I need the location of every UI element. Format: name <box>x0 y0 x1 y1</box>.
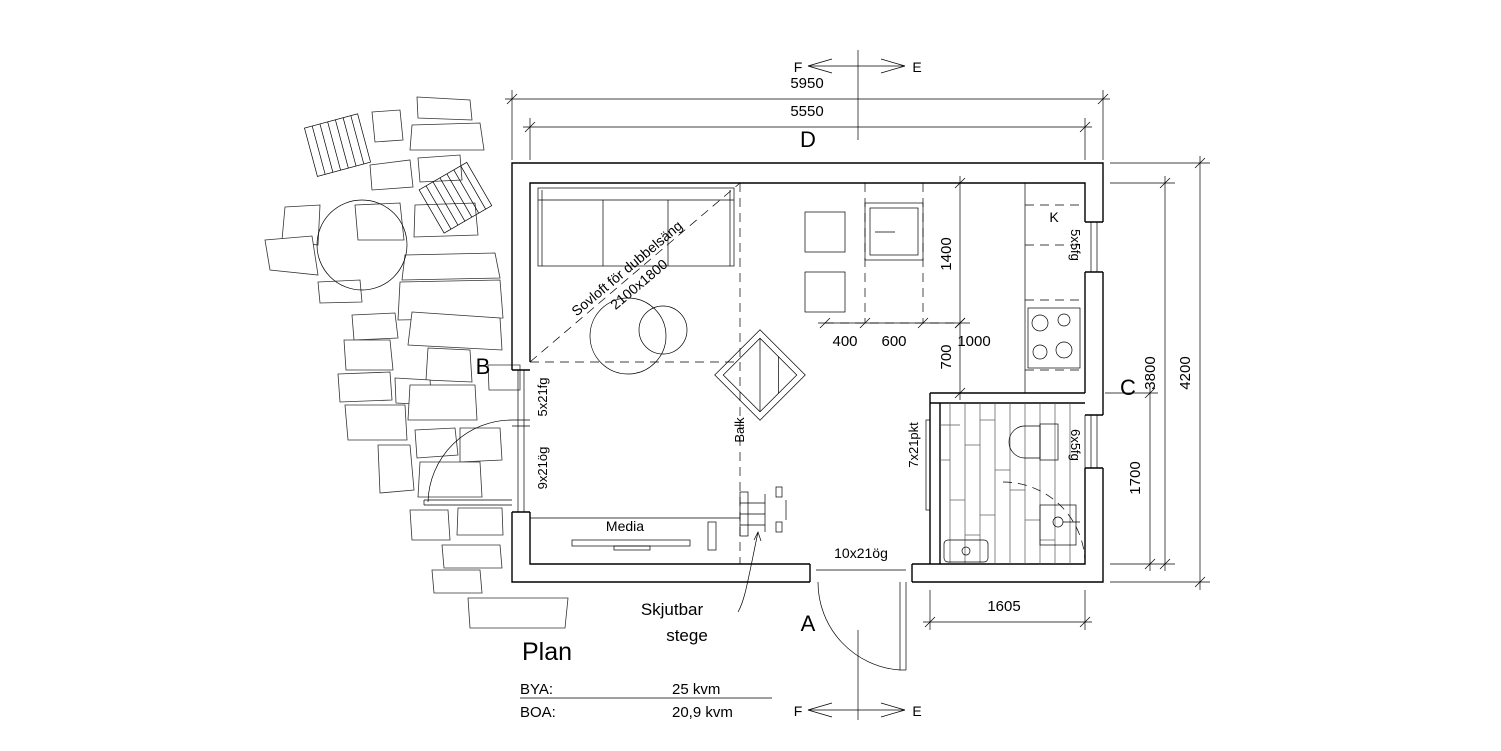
media-label: Media <box>606 518 644 534</box>
dim-inner-depth: 3800 <box>1142 356 1159 389</box>
elevation-label-c: C <box>1120 375 1136 400</box>
sofa-icon <box>537 187 735 267</box>
dim-kitchen-depth: 1400 <box>938 237 955 270</box>
bathroom-fixtures <box>943 423 1086 565</box>
window-frames <box>512 222 1098 571</box>
page-title: Plan <box>522 638 572 666</box>
dim-overall-width: 5950 <box>790 75 823 92</box>
round-table-icon <box>589 297 667 375</box>
dim-overall-depth: 4200 <box>1177 356 1194 389</box>
round-table-icon <box>638 305 688 355</box>
section-label-e-bottom: E <box>912 703 921 719</box>
area-bya-label: BYA: <box>520 681 553 698</box>
area-bya-value: 25 kvm <box>672 681 720 698</box>
dim-bath-width: 1605 <box>987 598 1020 615</box>
speaker-icon <box>707 521 717 551</box>
area-boa-label: BOA: <box>520 704 556 721</box>
entrance-door <box>817 581 907 671</box>
kitchen <box>1024 183 1085 393</box>
door-label-a: 10x21ög <box>834 545 888 561</box>
window-label-b-upper: 5x21fg <box>535 377 550 416</box>
fireplace-icon <box>714 329 806 421</box>
bath-door <box>925 419 931 511</box>
outdoor-furniture <box>304 113 493 291</box>
table-icon <box>316 199 408 291</box>
door-label-b: 9x21ög <box>535 447 550 490</box>
dim-1000: 1000 <box>957 333 990 350</box>
dining-area <box>804 183 960 324</box>
dim-700: 700 <box>938 344 955 369</box>
elevation-label-a: A <box>801 611 816 636</box>
bath-door-label: 7x21pkt <box>906 422 921 468</box>
toilet-icon <box>1008 425 1041 459</box>
dim-600: 600 <box>881 333 906 350</box>
window-label-k: 5x5fg <box>1068 229 1083 261</box>
dimension-lines <box>505 90 1210 699</box>
dim-inner-width: 5550 <box>790 103 823 120</box>
kitchen-k-label: K <box>1049 209 1059 225</box>
fridge-icon <box>864 202 924 261</box>
area-boa-value: 20,9 kvm <box>672 704 733 721</box>
stool-icon <box>804 271 846 313</box>
elevation-label-d: D <box>800 127 816 152</box>
sink-icon <box>943 539 989 563</box>
chair-icon <box>418 161 493 234</box>
section-line-fe <box>807 50 906 720</box>
stove-icon <box>1027 307 1081 369</box>
dim-400: 400 <box>832 333 857 350</box>
walls <box>511 162 1104 583</box>
wash-basin-icon <box>1039 504 1077 546</box>
section-label-e-top: E <box>912 59 921 75</box>
media-console <box>530 517 740 551</box>
ladder-label-line2: stege <box>666 626 708 645</box>
dim-bath-depth: 1700 <box>1127 461 1144 494</box>
ladder-label-line1: Skjutbar <box>641 600 704 619</box>
stool-icon <box>804 211 846 253</box>
sofa <box>537 187 735 267</box>
elevation-label-b: B <box>476 354 491 379</box>
tv-icon <box>571 539 691 547</box>
window-label-bath: 6x5fg <box>1068 429 1083 461</box>
beam-label: Balk <box>732 417 747 443</box>
section-label-f-top: F <box>794 59 803 75</box>
ladder-icon <box>737 486 787 613</box>
side-door <box>423 419 513 506</box>
patio-stones <box>264 96 569 629</box>
chair-icon <box>304 113 371 177</box>
section-label-f-bottom: F <box>794 703 803 719</box>
